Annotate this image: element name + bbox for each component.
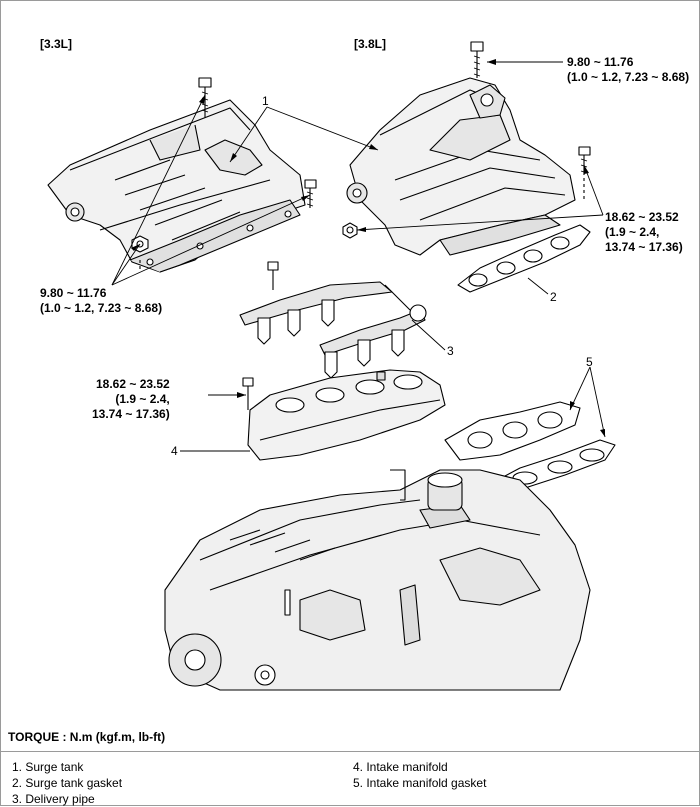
legend-item: 1. Surge tank (12, 760, 84, 774)
torque-value-units: (1.0 ~ 1.2, 7.23 ~ 8.68) (567, 70, 690, 84)
torque-spec-manifold: 18.62 ~ 23.52 (1.9 ~ 2.4, 13.74 ~ 17.36) (92, 377, 170, 422)
torque-value: 18.62 ~ 23.52 (96, 377, 170, 391)
torque-units-label: TORQUE : N.m (kgf.m, lb-ft) (8, 730, 166, 744)
callout-1: 1 (262, 94, 269, 108)
torque-value-units: (1.0 ~ 1.2, 7.23 ~ 8.68) (40, 301, 163, 315)
torque-value: 9.80 ~ 11.76 (567, 55, 634, 69)
legend-item: 5. Intake manifold gasket (353, 776, 487, 790)
callout-3: 3 (447, 344, 454, 358)
torque-value-units: 13.74 ~ 17.36) (92, 407, 170, 421)
callout-5: 5 (586, 355, 593, 369)
bolt-3-3l-right (304, 179, 317, 208)
torque-value-units: 13.74 ~ 17.36) (605, 240, 683, 254)
torque-value-units: (1.9 ~ 2.4, (115, 392, 170, 406)
torque-value: 9.80 ~ 11.76 (40, 286, 107, 300)
legend-divider (0, 751, 700, 752)
torque-value-units: (1.9 ~ 2.4, (605, 225, 660, 239)
torque-value: 18.62 ~ 23.52 (605, 210, 679, 224)
surge-tank-3-3l (47, 99, 306, 273)
torque-spec-3-8l-side: 18.62 ~ 23.52 (1.9 ~ 2.4, 13.74 ~ 17.36) (605, 210, 683, 255)
delivery-pipe (239, 261, 427, 379)
legend-item: 2. Surge tank gasket (12, 776, 123, 790)
intake-manifold (242, 369, 446, 461)
surge-tank-gasket (457, 224, 591, 293)
legend-column-2: 4. Intake manifold 5. Intake manifold ga… (353, 759, 486, 791)
bolt-3-8l-top (470, 41, 484, 78)
torque-spec-3-8l-top: 9.80 ~ 11.76 (1.0 ~ 1.2, 7.23 ~ 8.68) (567, 55, 689, 85)
engine-block (164, 469, 591, 691)
legend-item: 3. Delivery pipe (12, 792, 95, 806)
leader-lines (111, 61, 606, 452)
callout-4: 4 (171, 444, 178, 458)
legend-column-1: 1. Surge tank 2. Surge tank gasket 3. De… (12, 759, 122, 807)
exploded-view-illustration (47, 41, 616, 691)
nut-3-8l (342, 222, 358, 239)
torque-spec-3-3l: 9.80 ~ 11.76 (1.0 ~ 1.2, 7.23 ~ 8.68) (40, 286, 162, 316)
callout-2: 2 (550, 290, 557, 304)
variant-label-3-8l: [3.8L] (354, 37, 387, 51)
variant-label-3-3l: [3.3L] (40, 37, 73, 51)
surge-tank-3-8l (346, 77, 576, 256)
intake-manifold-gaskets (444, 401, 616, 493)
legend-item: 4. Intake manifold (353, 760, 448, 774)
bolt-3-3l-top (198, 77, 212, 118)
